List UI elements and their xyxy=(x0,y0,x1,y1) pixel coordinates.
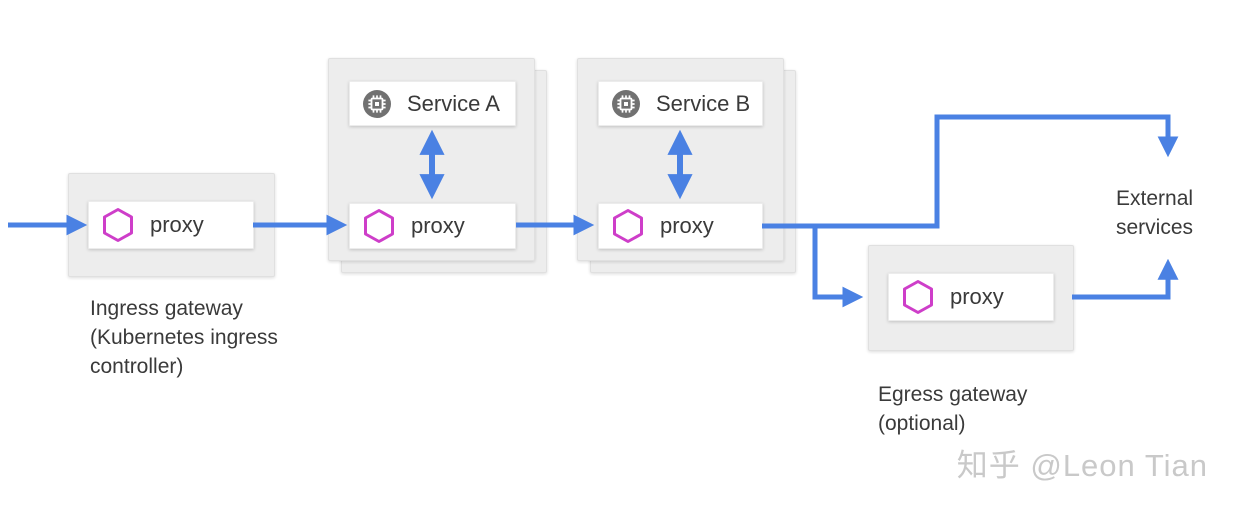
service-b-box: Service B xyxy=(598,81,763,126)
external-services-label: External services xyxy=(1116,187,1194,239)
service-a-proxy-label: proxy xyxy=(411,213,465,238)
service-b-label: Service B xyxy=(656,90,751,116)
envoy-proxy-hexagon-icon xyxy=(103,208,133,242)
ingress-gateway-caption: Ingress gateway (Kubernetes ingress cont… xyxy=(90,297,278,378)
egress-gateway-caption: Egress gateway (optional) xyxy=(878,383,1028,435)
service-chip-icon xyxy=(363,89,391,118)
service-b-pod: Service B proxy xyxy=(577,58,784,261)
service-b-proxy-label: proxy xyxy=(660,213,714,238)
egress-gateway-proxy-box: proxy xyxy=(888,273,1054,321)
zhihu-watermark: 知乎 @Leon Tian xyxy=(956,448,1208,483)
service-a-box: Service A xyxy=(349,81,516,126)
ingress-proxy-label: proxy xyxy=(150,212,204,237)
egress-gateway-pod: proxy xyxy=(868,245,1074,351)
ingress-gateway-proxy-box: proxy xyxy=(88,201,254,249)
edge-service-b-proxy-to-external-services xyxy=(762,114,1179,229)
envoy-proxy-hexagon-icon xyxy=(903,280,933,314)
edge-service-b-proxy-to-egress-proxy xyxy=(812,226,864,308)
service-b-proxy-box: proxy xyxy=(598,203,763,249)
envoy-proxy-hexagon-icon xyxy=(364,209,394,243)
edge-egress-proxy-to-external-services xyxy=(1072,258,1179,300)
service-a-proxy-box: proxy xyxy=(349,203,516,249)
service-chip-icon xyxy=(612,89,640,118)
service-a-label: Service A xyxy=(407,90,500,116)
envoy-proxy-hexagon-icon xyxy=(613,209,643,243)
ingress-gateway-pod: proxy xyxy=(68,173,275,277)
service-a-pod: Service A proxy xyxy=(328,58,535,261)
egress-proxy-label: proxy xyxy=(950,284,1004,309)
